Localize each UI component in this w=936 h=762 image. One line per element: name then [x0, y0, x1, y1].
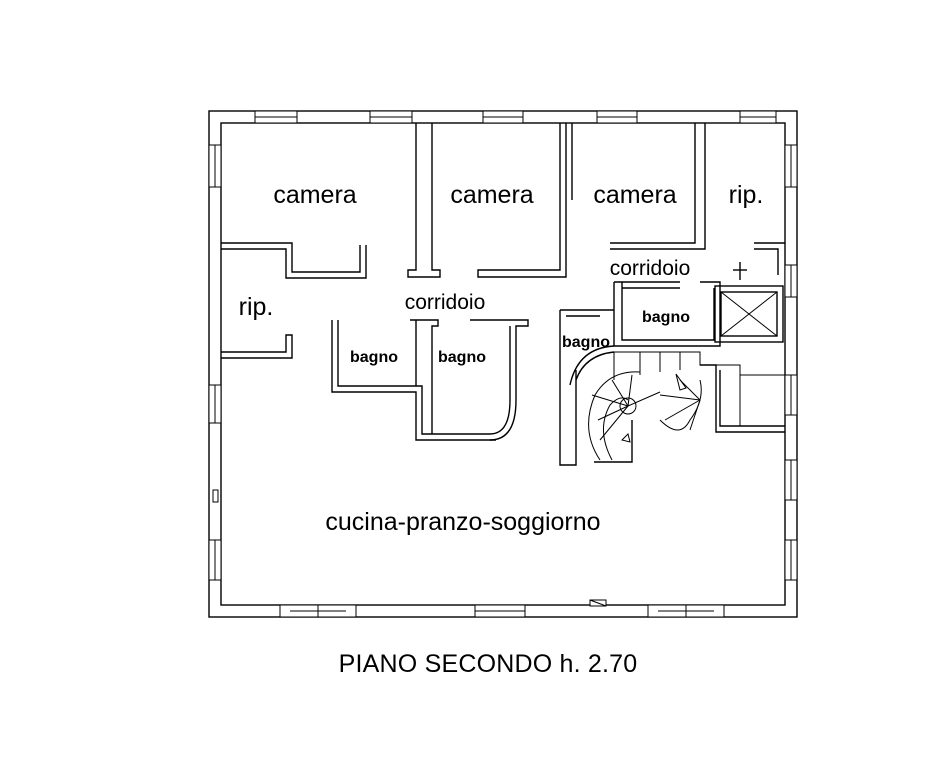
interior-walls: [221, 123, 785, 466]
room-label-bagno-1: bagno: [350, 349, 398, 366]
room-label-rip-2: rip.: [729, 181, 764, 209]
room-label-bagno-3: bagno: [562, 334, 610, 351]
room-label-bagno-4: bagno: [642, 309, 690, 326]
plan-title: PIANO SECONDO h. 2.70: [338, 650, 638, 678]
room-labels: camera camera camera rip. rip. corridoio…: [239, 181, 764, 536]
room-label-camera-3: camera: [593, 181, 676, 209]
room-label-camera-1: camera: [273, 181, 356, 209]
right-windows: [784, 144, 798, 581]
bottom-windows: [279, 599, 725, 618]
room-label-camera-2: camera: [450, 181, 533, 209]
left-windows: [208, 144, 222, 581]
room-label-living: cucina-pranzo-soggiorno: [325, 508, 600, 536]
staircase: [569, 345, 785, 463]
room-label-corridoio-2: corridoio: [610, 257, 691, 280]
room-label-bagno-2: bagno: [438, 349, 486, 366]
room-label-corridoio-1: corridoio: [405, 291, 486, 314]
top-windows: [254, 110, 777, 124]
room-label-rip-1: rip.: [239, 293, 274, 321]
